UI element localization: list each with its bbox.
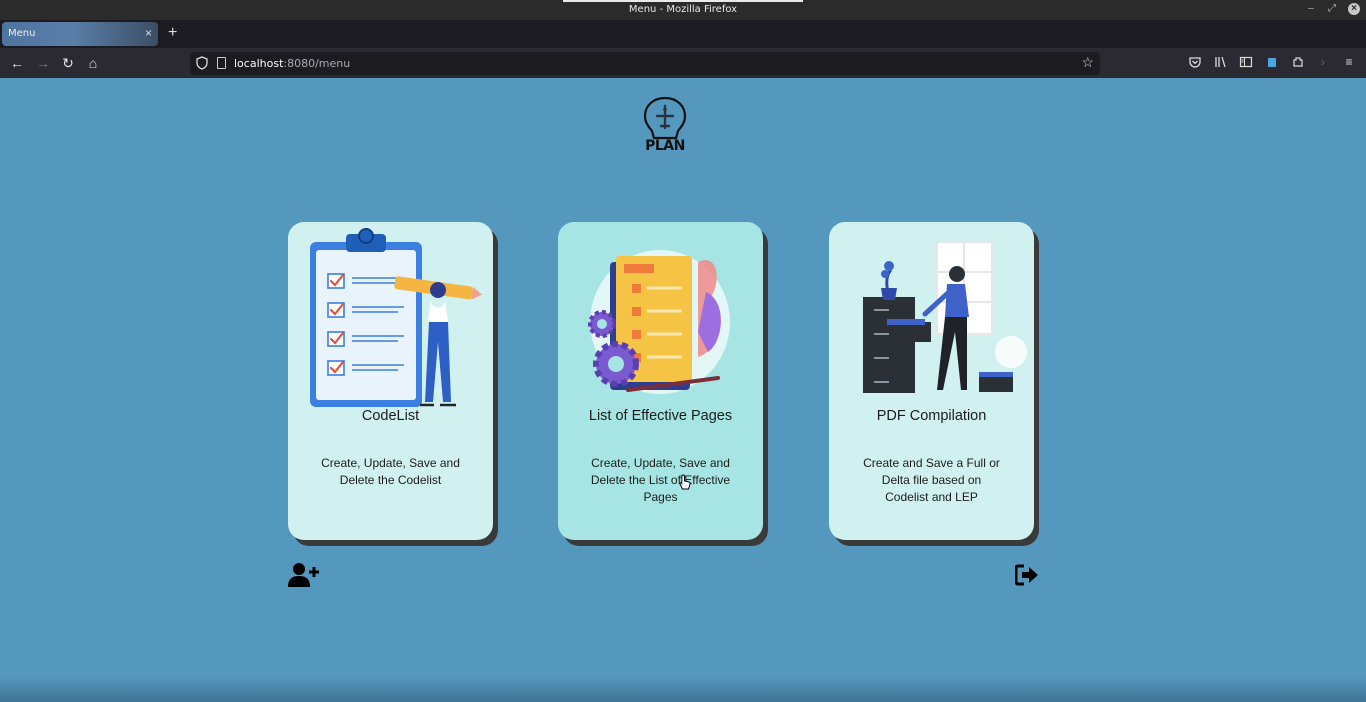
nav-toolbar: ← → ↻ ⌂ localhost:8080/menu ☆ 0 › ≡ — [0, 48, 1366, 109]
card-title: List of Effective Pages — [588, 408, 733, 424]
tab-menu[interactable]: Menu × — [2, 22, 158, 46]
logo-text: PLAN — [645, 138, 685, 154]
filing-cabinet-illustration — [863, 241, 1027, 393]
extensions-puzzle-icon[interactable] — [1291, 55, 1305, 69]
page-icon — [217, 57, 226, 69]
bookmark-star-icon[interactable]: ☆ — [1081, 54, 1094, 70]
card-pdf-compilation[interactable]: PDF Compilation Create and Save a Full o… — [829, 222, 1034, 540]
library-icon[interactable] — [1214, 55, 1228, 69]
pocket-icon[interactable] — [1188, 55, 1202, 69]
titlebar-accent — [563, 0, 803, 2]
url-host: localhost — [234, 57, 284, 70]
card-description: Create, Update, Save and Delete the Code… — [321, 456, 460, 487]
reload-button[interactable]: ↻ — [62, 55, 74, 71]
minimize-button[interactable]: – — [1308, 3, 1314, 14]
page-content: PLAN — [0, 78, 1366, 702]
tab-close-icon[interactable]: × — [144, 26, 152, 40]
tab-label: Menu — [8, 28, 36, 39]
new-tab-button[interactable]: + — [168, 24, 178, 41]
close-window-button[interactable]: × — [1348, 3, 1360, 15]
sign-out-icon[interactable] — [1015, 564, 1039, 586]
card-title: PDF Compilation — [876, 408, 987, 424]
url-path: :8080/menu — [283, 57, 351, 70]
card-description: Create and Save a Full or Delta file bas… — [863, 456, 1000, 504]
hamburger-menu-icon[interactable]: ≡ — [1345, 55, 1353, 69]
maximize-button[interactable]: ⤢ — [1328, 3, 1336, 14]
sidebar-icon[interactable] — [1239, 55, 1253, 69]
overflow-chevron-icon[interactable]: › — [1321, 55, 1325, 69]
card-codelist[interactable]: CodeList Create, Update, Save and Delete… — [288, 222, 493, 540]
page-bottom-shadow — [0, 676, 1366, 702]
plan-logo: PLAN — [640, 96, 690, 160]
tab-strip: Menu × + — [0, 20, 1366, 48]
shield-icon[interactable] — [196, 56, 208, 70]
window-titlebar: Menu - Mozilla Firefox – ⤢ × — [0, 0, 1366, 20]
lightbulb-airplane-icon — [643, 96, 687, 140]
extension-icon[interactable] — [1265, 55, 1279, 69]
card-list-of-effective-pages[interactable]: List of Effective Pages Create, Update, … — [558, 222, 763, 540]
home-button[interactable]: ⌂ — [88, 55, 98, 71]
url-text[interactable]: localhost:8080/menu — [234, 57, 350, 70]
user-plus-icon[interactable] — [288, 562, 320, 588]
back-button[interactable]: ← — [10, 55, 24, 71]
forward-button[interactable]: → — [36, 55, 50, 71]
documents-gears-illustration — [588, 250, 730, 394]
url-bar[interactable]: localhost:8080/menu ☆ — [190, 52, 1100, 75]
window-title: Menu - Mozilla Firefox — [628, 4, 738, 15]
checklist-illustration — [310, 228, 483, 407]
card-description: Create, Update, Save and Delete the List… — [590, 456, 731, 504]
hand-cursor-icon — [679, 474, 691, 490]
card-title: CodeList — [361, 408, 420, 424]
